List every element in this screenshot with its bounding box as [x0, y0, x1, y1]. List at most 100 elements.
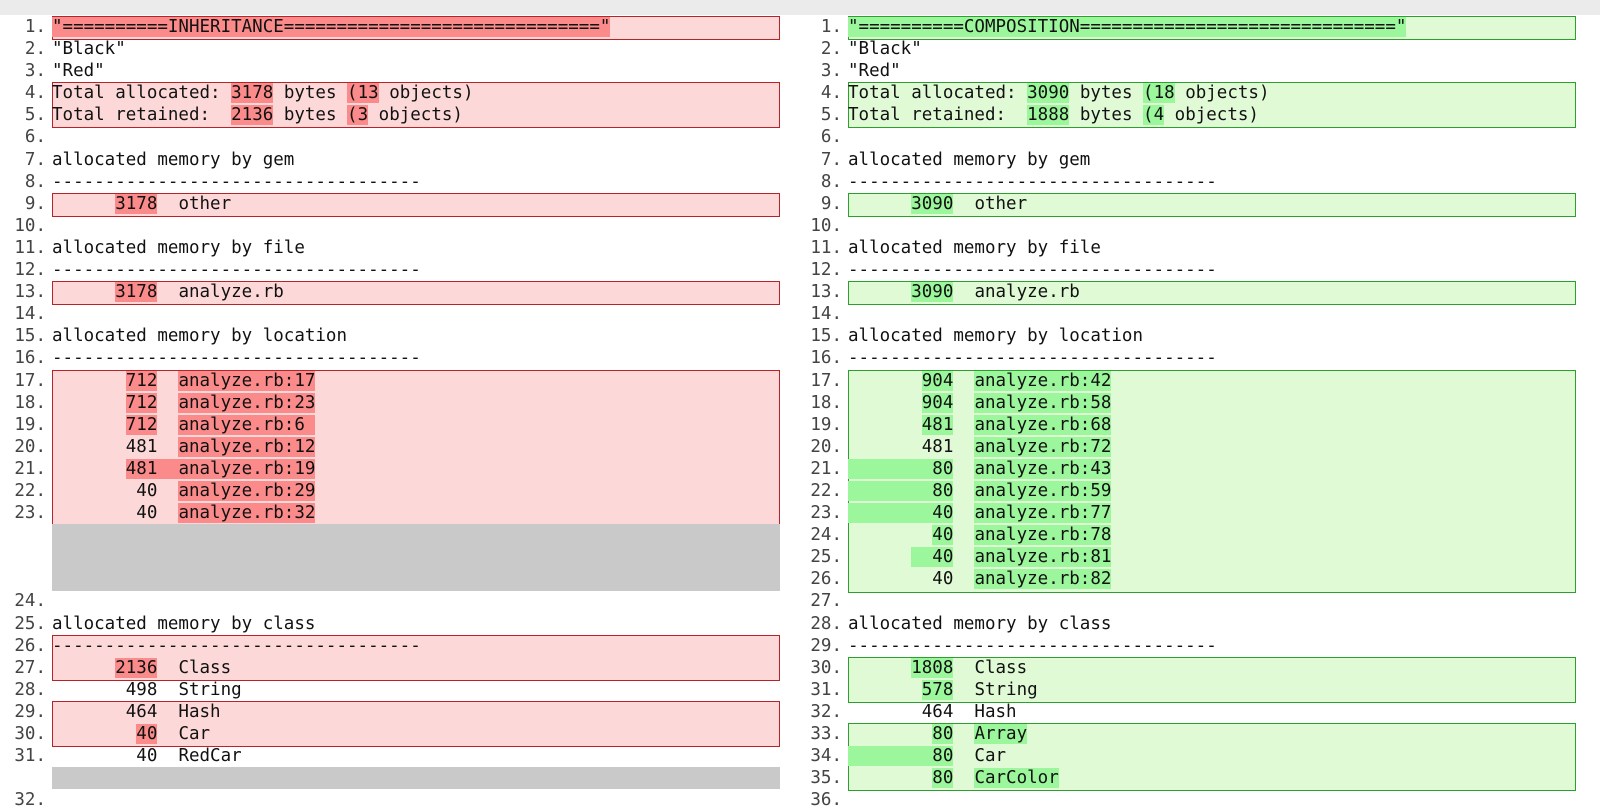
code-line: 33. 80 Array [796, 723, 1576, 745]
text-segment: ----------------------------------- [52, 171, 421, 192]
changed-text: analyze.rb:68 [974, 414, 1112, 435]
line-text [848, 590, 1576, 612]
text-segment: ----------------------------------- [52, 635, 421, 656]
code-line: 8.----------------------------------- [796, 171, 1576, 193]
line-number: 9. [820, 193, 842, 214]
code-line: 9. 3178 other [0, 193, 780, 215]
code-line: 15.allocated memory by location [0, 325, 780, 347]
line-text [52, 303, 780, 325]
code-line: 12.----------------------------------- [796, 259, 1576, 281]
changed-text: 481 [125, 458, 179, 479]
code-line: 1. "==========INHERITANCE================… [0, 16, 780, 38]
changed-text: 712 [125, 414, 158, 435]
text-segment [52, 746, 136, 766]
text-segment [953, 371, 974, 391]
line-number: 32. [810, 701, 842, 722]
left-diff-pane: 1. "==========INHERITANCE================… [0, 16, 780, 811]
line-text: allocated memory by file [848, 237, 1576, 259]
line-text: 80 Array [848, 723, 1576, 745]
line-text: 80 analyze.rb:59 [848, 480, 1576, 502]
line-text: 40 analyze.rb:81 [848, 546, 1576, 568]
line-text [52, 590, 780, 612]
code-line: 3."Red" [0, 60, 780, 82]
text-segment: allocated memory by gem [848, 149, 1091, 170]
removed-block [52, 281, 780, 306]
line-number: 5. [24, 105, 46, 126]
changed-text: 3090 [911, 282, 954, 303]
line-text: 904 analyze.rb:42 [848, 370, 1576, 392]
changed-text: 2136 [115, 657, 158, 678]
line-text: 712 analyze.rb:6 [52, 414, 780, 436]
changed-text: "==========COMPOSITION==================… [848, 17, 1407, 37]
code-line: 17. 712 analyze.rb:17 [0, 370, 780, 392]
text-segment [848, 658, 911, 678]
changed-text: RedCar [178, 746, 242, 767]
line-number: 28. [14, 679, 46, 700]
text-segment [848, 371, 922, 391]
changed-text: analyze.rb:78 [974, 525, 1112, 546]
changed-text: analyze.rb:43 [974, 458, 1112, 479]
line-text: 464 Hash [52, 701, 780, 723]
line-number: 14. [810, 304, 842, 325]
line-text: "Red" [848, 60, 1576, 82]
code-line: 13. 3178 analyze.rb [0, 281, 780, 303]
line-number: 22. [810, 480, 842, 501]
code-line: 5.Total retained: 1888 bytes (4 objects) [796, 104, 1576, 126]
text-segment: bytes [273, 83, 348, 104]
text-segment: bytes [1069, 83, 1144, 104]
line-number: 29. [14, 701, 46, 722]
removed-block [52, 369, 780, 527]
code-line: 2."Black" [0, 38, 780, 60]
line-number: 12. [14, 260, 46, 281]
line-number: 27. [14, 657, 46, 678]
text-segment: objects) [1164, 105, 1259, 126]
code-line: 16.----------------------------------- [0, 347, 780, 369]
text-segment [52, 371, 126, 391]
code-line: 30. 40 Car [0, 723, 780, 745]
line-number: 26. [14, 635, 46, 656]
changed-text: analyze.rb:58 [974, 392, 1112, 413]
line-number: 18. [810, 392, 842, 413]
text-segment [52, 194, 115, 214]
changed-text: 1888 [1027, 105, 1070, 126]
text-segment [953, 481, 974, 501]
text-segment: bytes [273, 105, 348, 126]
line-text [52, 126, 780, 148]
line-text: 80 CarColor [848, 767, 1576, 789]
text-segment: 40 [848, 569, 975, 590]
text-segment [52, 658, 115, 678]
line-text: allocated memory by file [52, 237, 780, 259]
line-text: 712 analyze.rb:23 [52, 392, 780, 414]
code-line: 27. 2136 Class [0, 657, 780, 679]
line-text [848, 126, 1576, 148]
line-text [848, 215, 1576, 237]
line-number: 23. [810, 503, 842, 524]
changed-text: 712 [125, 392, 158, 413]
text-segment [848, 768, 932, 788]
text-segment: ----------------------------------- [52, 260, 421, 281]
top-bar [0, 0, 1600, 15]
line-number: 35. [810, 768, 842, 789]
line-number: 4. [24, 83, 46, 104]
text-segment [52, 415, 126, 435]
line-text: ----------------------------------- [52, 259, 780, 281]
text-segment [953, 503, 974, 523]
text-segment: Total allocated: [52, 83, 232, 104]
code-line: 32. [0, 789, 780, 811]
line-number: 21. [14, 458, 46, 479]
text-segment [848, 680, 922, 700]
text-segment: Class [157, 657, 232, 678]
changed-text: 80 [848, 746, 954, 767]
text-segment [848, 525, 932, 545]
line-text: 2136 Class [52, 657, 780, 679]
changed-text: "==========INHERITANCE==================… [52, 17, 611, 37]
text-segment: allocated memory by location [52, 326, 348, 347]
text-segment [848, 393, 922, 413]
line-text: 3090 analyze.rb [848, 281, 1576, 303]
line-text: 40 analyze.rb:32 [52, 502, 780, 524]
changed-text: 1808 [911, 657, 954, 678]
code-line: 18. 904 analyze.rb:58 [796, 392, 1576, 414]
line-number: 1. [24, 17, 46, 37]
line-text: allocated memory by gem [848, 149, 1576, 171]
text-segment: 481 [848, 436, 975, 457]
